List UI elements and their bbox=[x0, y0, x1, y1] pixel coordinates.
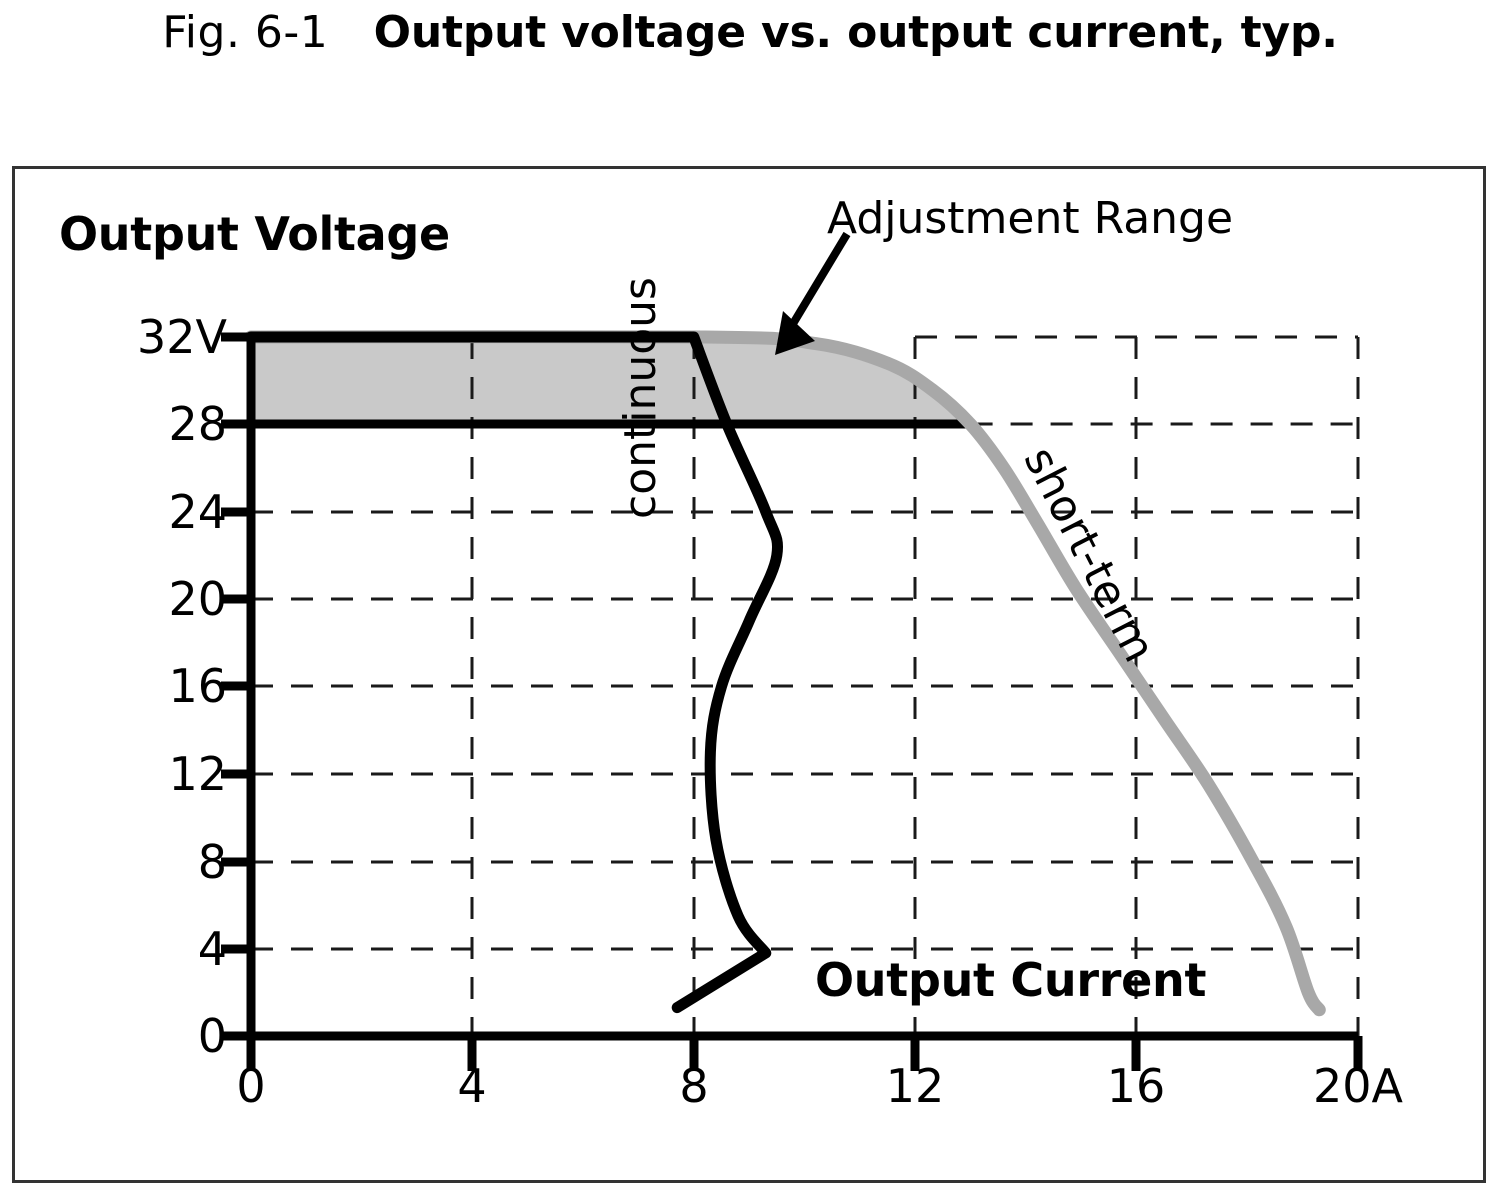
y-tick-label-28: 28 bbox=[168, 397, 227, 451]
continuous-series-label: continuous bbox=[615, 277, 666, 519]
y-tick-label-0: 0 bbox=[197, 1009, 227, 1063]
caption-line: Fig. 6-1 Output voltage vs. output curre… bbox=[0, 7, 1500, 59]
short-term-curve bbox=[244, 330, 1326, 1017]
figure-number: Fig. 6-1 bbox=[162, 7, 329, 58]
adjustment-range-arrow bbox=[775, 231, 851, 355]
figure-caption: Fig. 6-1 Output voltage vs. output curre… bbox=[0, 7, 1500, 59]
y-axis-ticks bbox=[221, 332, 251, 1041]
y-tick-label-8: 8 bbox=[197, 835, 227, 889]
x-tick-label-8: 8 bbox=[679, 1059, 709, 1113]
adjustment-range-shaded-region bbox=[251, 336, 971, 425]
figure-title-text: Output voltage vs. output current, typ. bbox=[373, 7, 1338, 58]
grid-lines bbox=[251, 335, 1360, 1036]
y-tick-label-32: 32V bbox=[136, 310, 227, 364]
x-tick-label-20: 20A bbox=[1312, 1059, 1404, 1113]
y-tick-label-16: 16 bbox=[168, 659, 227, 713]
x-axis-title: Output Current bbox=[815, 953, 1207, 1007]
y-tick-label-4: 4 bbox=[197, 922, 227, 976]
adjustment-range-annotation: Adjustment Range bbox=[827, 193, 1234, 244]
x-axis-ticks bbox=[246, 1036, 1363, 1071]
x-tick-label-0: 0 bbox=[236, 1059, 266, 1113]
x-tick-label-16: 16 bbox=[1106, 1059, 1166, 1113]
figure-title: Output voltage vs. output current, typ. bbox=[328, 7, 1338, 58]
y-axis-tick-labels: 32V 28 24 20 16 12 8 4 0 bbox=[15, 169, 227, 1186]
x-tick-label-4: 4 bbox=[457, 1059, 487, 1113]
chart-frame: 32V 28 24 20 16 12 8 4 0 0 4 8 12 16 20A… bbox=[12, 166, 1486, 1183]
x-axis-tick-labels: 0 4 8 12 16 20A bbox=[15, 1059, 1489, 1149]
y-axis-title: Output Voltage bbox=[59, 207, 450, 261]
y-tick-label-24: 24 bbox=[168, 485, 227, 539]
continuous-curve-path bbox=[245, 331, 783, 1014]
y-tick-label-20: 20 bbox=[168, 572, 227, 626]
y-tick-label-12: 12 bbox=[168, 747, 227, 801]
output-voltage-vs-current-plot bbox=[221, 231, 1363, 1071]
x-tick-label-12: 12 bbox=[885, 1059, 945, 1113]
